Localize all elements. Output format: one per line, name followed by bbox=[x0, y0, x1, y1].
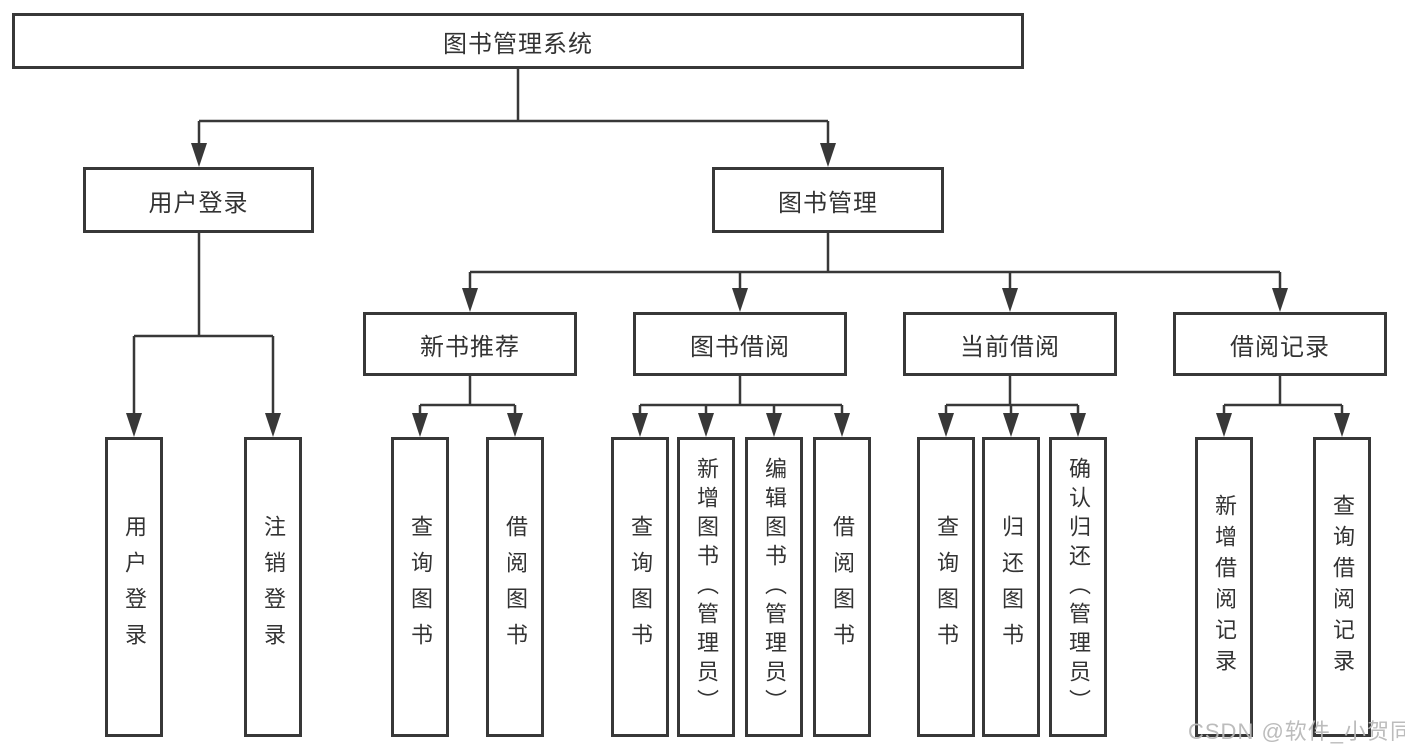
connector-borrowing-to-leaves bbox=[638, 376, 844, 417]
node-label: 用户登录 bbox=[148, 189, 249, 217]
leaf-borrow-books-borrowing: 借阅图书 bbox=[813, 437, 871, 737]
leaf-label: 新增图书（管理员） bbox=[694, 456, 719, 718]
arrowhead bbox=[1216, 413, 1232, 437]
node-borrowing-records: 借阅记录 bbox=[1173, 312, 1387, 376]
leaf-borrow-books-recommend: 借阅图书 bbox=[486, 437, 544, 737]
arrowhead bbox=[698, 413, 714, 437]
node-new-book-recommendation: 新书推荐 bbox=[363, 312, 577, 376]
connector-newbook-to-leaves bbox=[418, 376, 517, 417]
node-label: 图书管理系统 bbox=[443, 30, 593, 58]
connector-userlogin-to-leaves bbox=[132, 233, 275, 417]
leaf-label: 查询借阅记录 bbox=[1330, 494, 1355, 680]
arrowhead bbox=[834, 413, 850, 437]
leaf-label: 借阅图书 bbox=[503, 515, 528, 659]
leaf-query-books-recommend: 查询图书 bbox=[391, 437, 449, 737]
leaf-edit-books-admin: 编辑图书（管理员） bbox=[745, 437, 803, 737]
arrowhead bbox=[820, 143, 836, 167]
leaf-return-books: 归还图书 bbox=[982, 437, 1040, 737]
node-library-management-system: 图书管理系统 bbox=[12, 13, 1024, 69]
leaf-confirm-return-admin: 确认归还（管理员） bbox=[1049, 437, 1107, 737]
leaf-user-login: 用户登录 bbox=[105, 437, 163, 737]
arrowhead bbox=[1272, 288, 1288, 312]
node-label: 图书借阅 bbox=[690, 333, 790, 361]
arrowhead bbox=[632, 413, 648, 437]
leaf-query-books-borrowing: 查询图书 bbox=[611, 437, 669, 737]
leaf-logout: 注销登录 bbox=[244, 437, 302, 737]
leaf-add-borrow-record: 新增借阅记录 bbox=[1195, 437, 1253, 737]
node-current-borrowing: 当前借阅 bbox=[903, 312, 1117, 376]
leaf-label: 查询图书 bbox=[408, 515, 433, 659]
leaf-label: 编辑图书（管理员） bbox=[762, 456, 787, 718]
node-label: 新书推荐 bbox=[420, 333, 520, 361]
leaf-label: 查询图书 bbox=[934, 515, 959, 659]
leaf-add-books-admin: 新增图书（管理员） bbox=[677, 437, 735, 737]
arrowhead bbox=[1334, 413, 1350, 437]
connector-bookmgmt-to-level3 bbox=[468, 233, 1282, 292]
arrowhead bbox=[1070, 413, 1086, 437]
leaf-label: 确认归还（管理员） bbox=[1066, 456, 1091, 718]
leaf-query-books-current: 查询图书 bbox=[917, 437, 975, 737]
node-book-management: 图书管理 bbox=[712, 167, 944, 233]
leaf-label: 查询图书 bbox=[628, 515, 653, 659]
leaf-label: 注销登录 bbox=[261, 515, 286, 659]
arrowhead bbox=[265, 413, 281, 437]
node-book-borrowing: 图书借阅 bbox=[633, 312, 847, 376]
leaf-label: 用户登录 bbox=[122, 515, 147, 659]
leaf-query-borrow-record: 查询借阅记录 bbox=[1313, 437, 1371, 737]
arrowhead bbox=[126, 413, 142, 437]
node-label: 借阅记录 bbox=[1230, 333, 1330, 361]
leaf-label: 归还图书 bbox=[999, 515, 1024, 659]
node-label: 图书管理 bbox=[778, 189, 878, 217]
arrowhead bbox=[766, 413, 782, 437]
connector-records-to-leaves bbox=[1222, 376, 1344, 417]
leaf-label: 借阅图书 bbox=[830, 515, 855, 659]
arrowhead bbox=[412, 413, 428, 437]
arrowhead bbox=[462, 288, 478, 312]
arrowhead bbox=[732, 288, 748, 312]
node-user-login: 用户登录 bbox=[83, 167, 314, 233]
arrowhead bbox=[1002, 288, 1018, 312]
node-label: 当前借阅 bbox=[960, 333, 1060, 361]
leaf-label: 新增借阅记录 bbox=[1212, 494, 1237, 680]
arrowhead bbox=[1003, 413, 1019, 437]
arrowhead bbox=[507, 413, 523, 437]
connector-current-to-leaves bbox=[944, 376, 1080, 417]
connector-root-to-level2 bbox=[197, 69, 830, 147]
arrowhead bbox=[191, 143, 207, 167]
arrowhead bbox=[938, 413, 954, 437]
csdn-watermark: CSDN @软件_小贺同学 bbox=[1188, 719, 1405, 744]
